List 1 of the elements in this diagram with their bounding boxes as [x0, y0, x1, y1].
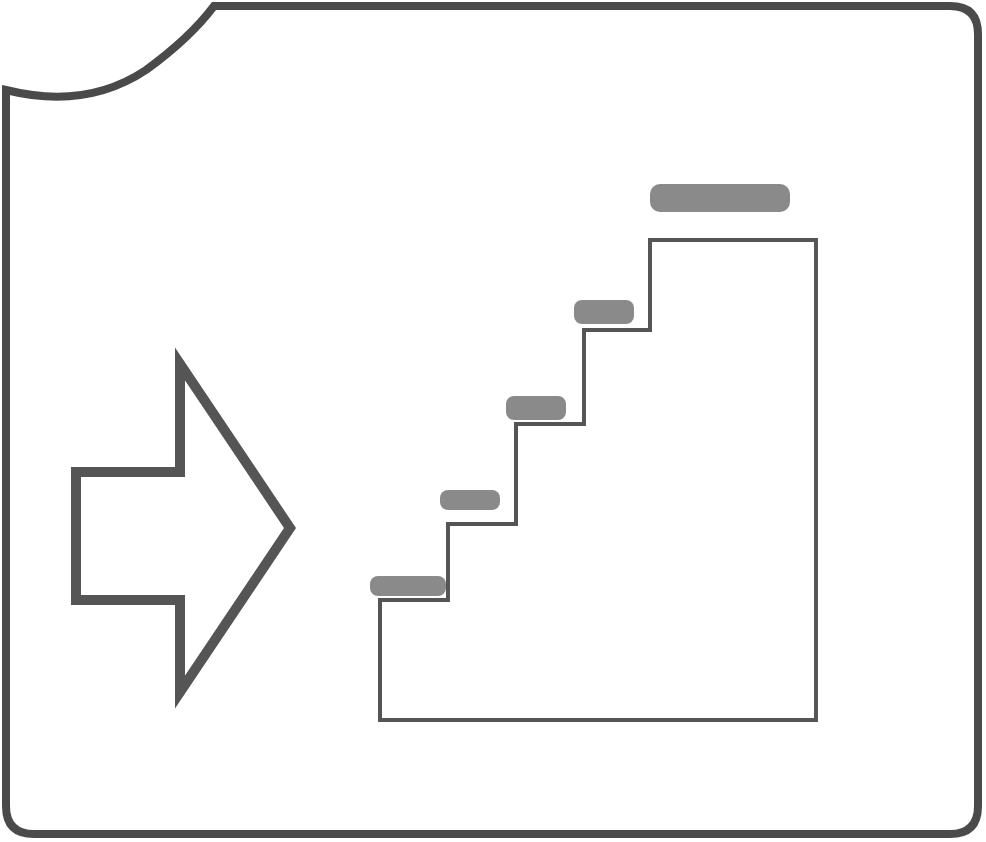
card-background [6, 6, 978, 834]
